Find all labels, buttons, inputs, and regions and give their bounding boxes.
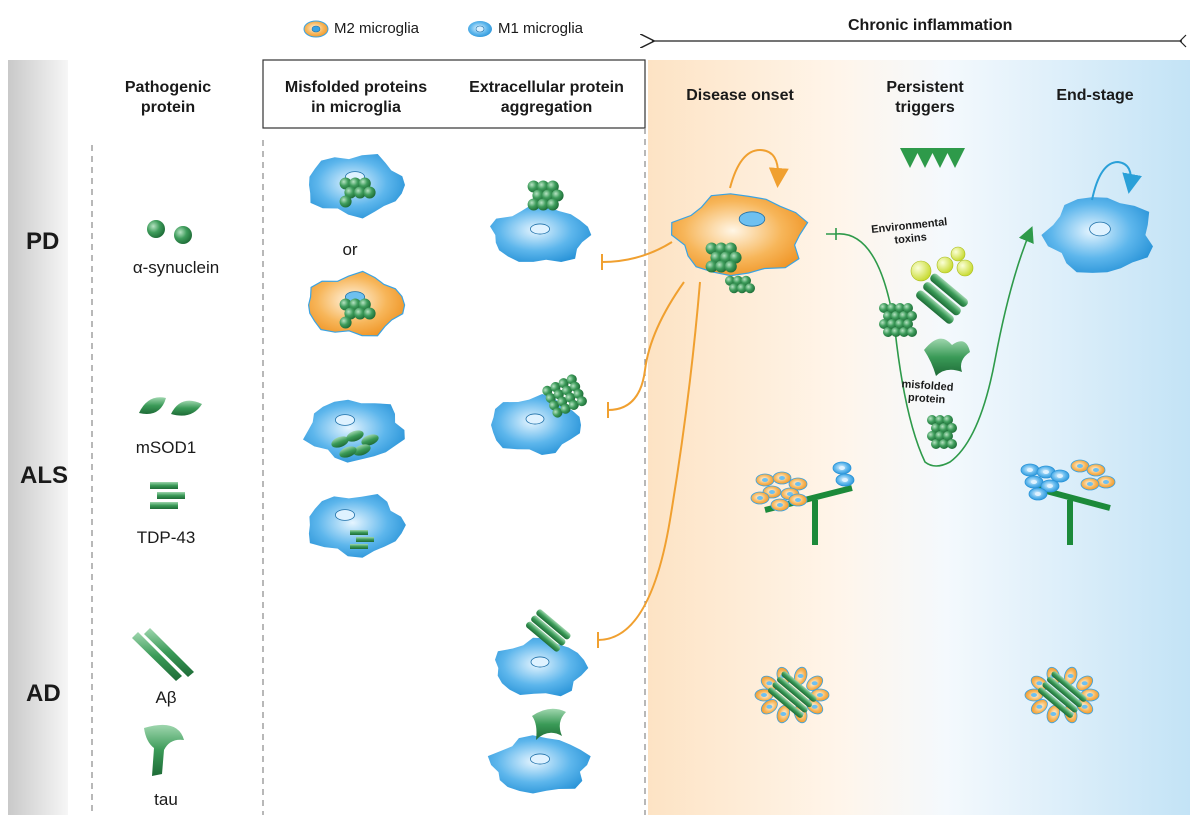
endstage-scale-m2-cell: [1086, 463, 1106, 477]
intracellular-synuclein: [339, 177, 376, 208]
extracellular-synuclein: [527, 180, 564, 211]
onset-m2-cell: [670, 193, 809, 277]
endstage-m1-cell: [1041, 197, 1153, 273]
onset-intracellular-aggregate: [705, 242, 742, 273]
inhibition-line-als: [607, 281, 685, 411]
intracellular-synuclein: [339, 298, 376, 329]
endstage-scale-m1-cell: [1040, 479, 1060, 493]
header-box: [262, 59, 646, 129]
protein-label-msod1: mSOD1: [135, 438, 197, 457]
pd-m1-cell-extracellular: [490, 204, 592, 262]
header-triggers: Persistent triggers: [886, 79, 964, 116]
or-label: or: [342, 240, 358, 259]
m1-legend-label: M1 microglia: [498, 20, 584, 37]
msod1-icon: [139, 397, 202, 416]
inhibition-line-pd: [601, 241, 673, 263]
disease-label-als: ALS: [20, 462, 68, 489]
abeta-icon: [132, 628, 194, 681]
onset-scale-m1-cell: [832, 461, 852, 475]
pd-m1-cell-intracellular: [309, 154, 405, 219]
header-onset: Disease onset: [686, 87, 794, 104]
protein-label-synuclein: α-synuclein: [132, 258, 220, 277]
misfolded-protein-label: misfolded protein: [901, 378, 954, 407]
right-background: [648, 60, 1190, 815]
trigger-arrows: [900, 148, 965, 168]
intracellular-msod1: [331, 430, 379, 458]
trigger-curve: [826, 228, 1030, 467]
onset-extracellular-aggregate: [725, 275, 755, 294]
left-strip: [8, 60, 68, 815]
protein-label-tdp43: TDP-43: [136, 528, 196, 547]
timeline-label: Chronic inflammation: [848, 17, 1013, 34]
onset-scale-m1-cell: [835, 473, 855, 487]
toxin-balls: [910, 246, 974, 282]
intracellular-tdp43: [350, 530, 374, 549]
endstage-scale-m2-cell: [1070, 459, 1090, 473]
onset-scale-m2-cell: [788, 493, 808, 507]
header-endstage: End-stage: [1056, 87, 1134, 104]
protein-label-tau: tau: [154, 790, 178, 809]
m1-legend-icon: [468, 21, 492, 37]
als-m1-cell-extracellular: [491, 394, 581, 455]
als-m1-cell-msod1: [303, 399, 405, 463]
onset-ad-plaque: [754, 666, 830, 724]
synuclein-icon: [147, 220, 192, 244]
endstage-scale-m1-cell: [1024, 475, 1044, 489]
m2-legend-label: M2 microglia: [334, 20, 420, 37]
tdp43-icon: [150, 482, 185, 509]
onset-scale-m2-cell: [750, 491, 770, 505]
onset-scale-m2-cell: [788, 477, 808, 491]
onset-scale-m2-cell: [772, 471, 792, 485]
endstage-scale-m2-cell: [1096, 475, 1116, 489]
header-extracellular: Extracellular protein aggregation: [469, 79, 624, 116]
endstage-scale-m1-cell: [1050, 469, 1070, 483]
endstage-scale-m1-cell: [1020, 463, 1040, 477]
ad-m1-cell-tau: [487, 735, 591, 794]
ad-m1-cell-abeta: [495, 637, 589, 697]
extracellular-tau: [532, 708, 566, 740]
misfolded-cluster: [879, 273, 970, 449]
m2-legend-icon: [303, 20, 329, 38]
onset-scale-m2-cell: [770, 498, 790, 512]
pd-m2-cell-intracellular: [307, 270, 406, 337]
protein-label-abeta: Aβ: [155, 688, 177, 707]
disease-label-ad: AD: [26, 680, 61, 707]
header-pathogenic: Pathogenic protein: [124, 79, 212, 116]
extracellular-msod1-aggregate: [542, 374, 587, 418]
extracellular-abeta: [526, 609, 571, 652]
endstage-scale-m1-cell: [1036, 465, 1056, 479]
endstage-loop-arrow: [1091, 160, 1142, 201]
endstage-scale-m2-cell: [1080, 477, 1100, 491]
als-m1-cell-tdp43: [308, 494, 406, 558]
onset-scale-m2-cell: [755, 473, 775, 487]
endstage-scale-m1-cell: [1028, 487, 1048, 501]
inhibition-line-ad: [597, 281, 701, 641]
onset-loop-arrow: [729, 148, 789, 189]
tau-icon: [144, 724, 184, 776]
disease-label-pd: PD: [26, 228, 60, 255]
header-misfolded: Misfolded proteins in microglia: [284, 79, 428, 116]
endstage-ad-plaque: [1024, 666, 1100, 724]
